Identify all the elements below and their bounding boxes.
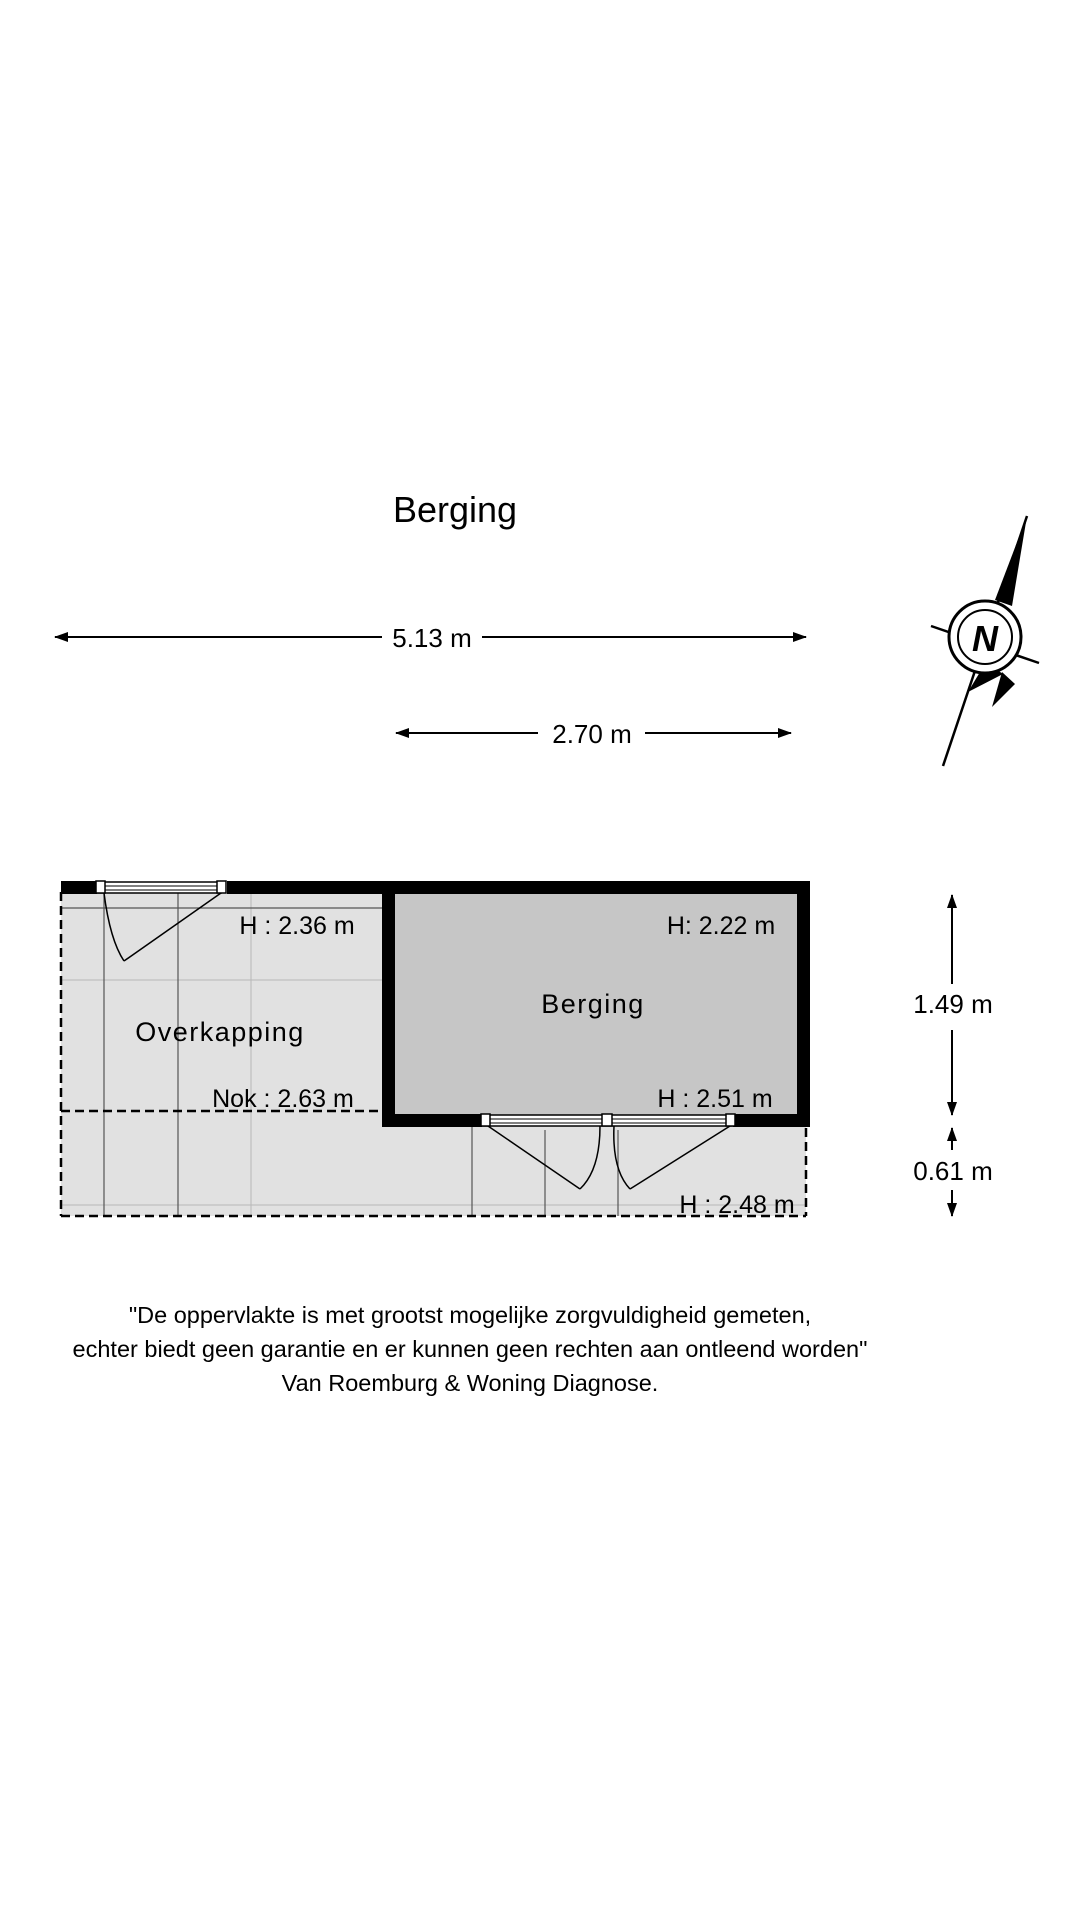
berging-depth-dimension: 1.49 m [913,894,993,1116]
disclaimer: "De oppervlakte is met grootst mogelijke… [0,1298,940,1400]
roof-outline [59,892,808,1218]
berging-width-dimension: 2.70 m [395,719,792,749]
disclaimer-line-1: "De oppervlakte is met grootst mogelijke… [128,1302,812,1328]
roof-beam-lines [61,890,619,1216]
plan-title: Berging [393,489,517,530]
nok-label-overkapping: Nok : 2.63 m [212,1085,354,1113]
berging-double-door [480,1113,736,1190]
room-label-berging: Berging [541,989,645,1019]
height-label-berging-top: H: 2.22 m [667,912,775,940]
height-label-berging-bottom: H : 2.51 m [657,1085,772,1113]
overhang-depth-label: 0.61 m [913,1156,993,1186]
total-width-label: 5.13 m [392,623,472,653]
berging-depth-label: 1.49 m [913,989,993,1019]
height-label-front: H : 2.48 m [679,1191,794,1219]
height-label-overkapping: H : 2.36 m [239,912,354,940]
disclaimer-line-2: echter biedt geen garantie en er kunnen … [72,1336,868,1362]
north-arrow-icon: N [930,515,1040,767]
disclaimer-line-3: Van Roemburg & Woning Diagnose. [281,1370,659,1396]
overhang-depth-dimension: 0.61 m [913,1127,993,1217]
room-label-overkapping: Overkapping [135,1017,305,1047]
floor-area [61,889,806,1216]
walls [61,881,810,1127]
overkapping-door [95,880,227,962]
total-width-dimension: 5.13 m [54,623,807,653]
roof-grid-lines [61,892,806,1216]
berging-width-label: 2.70 m [552,719,632,749]
north-label: N [972,618,999,659]
